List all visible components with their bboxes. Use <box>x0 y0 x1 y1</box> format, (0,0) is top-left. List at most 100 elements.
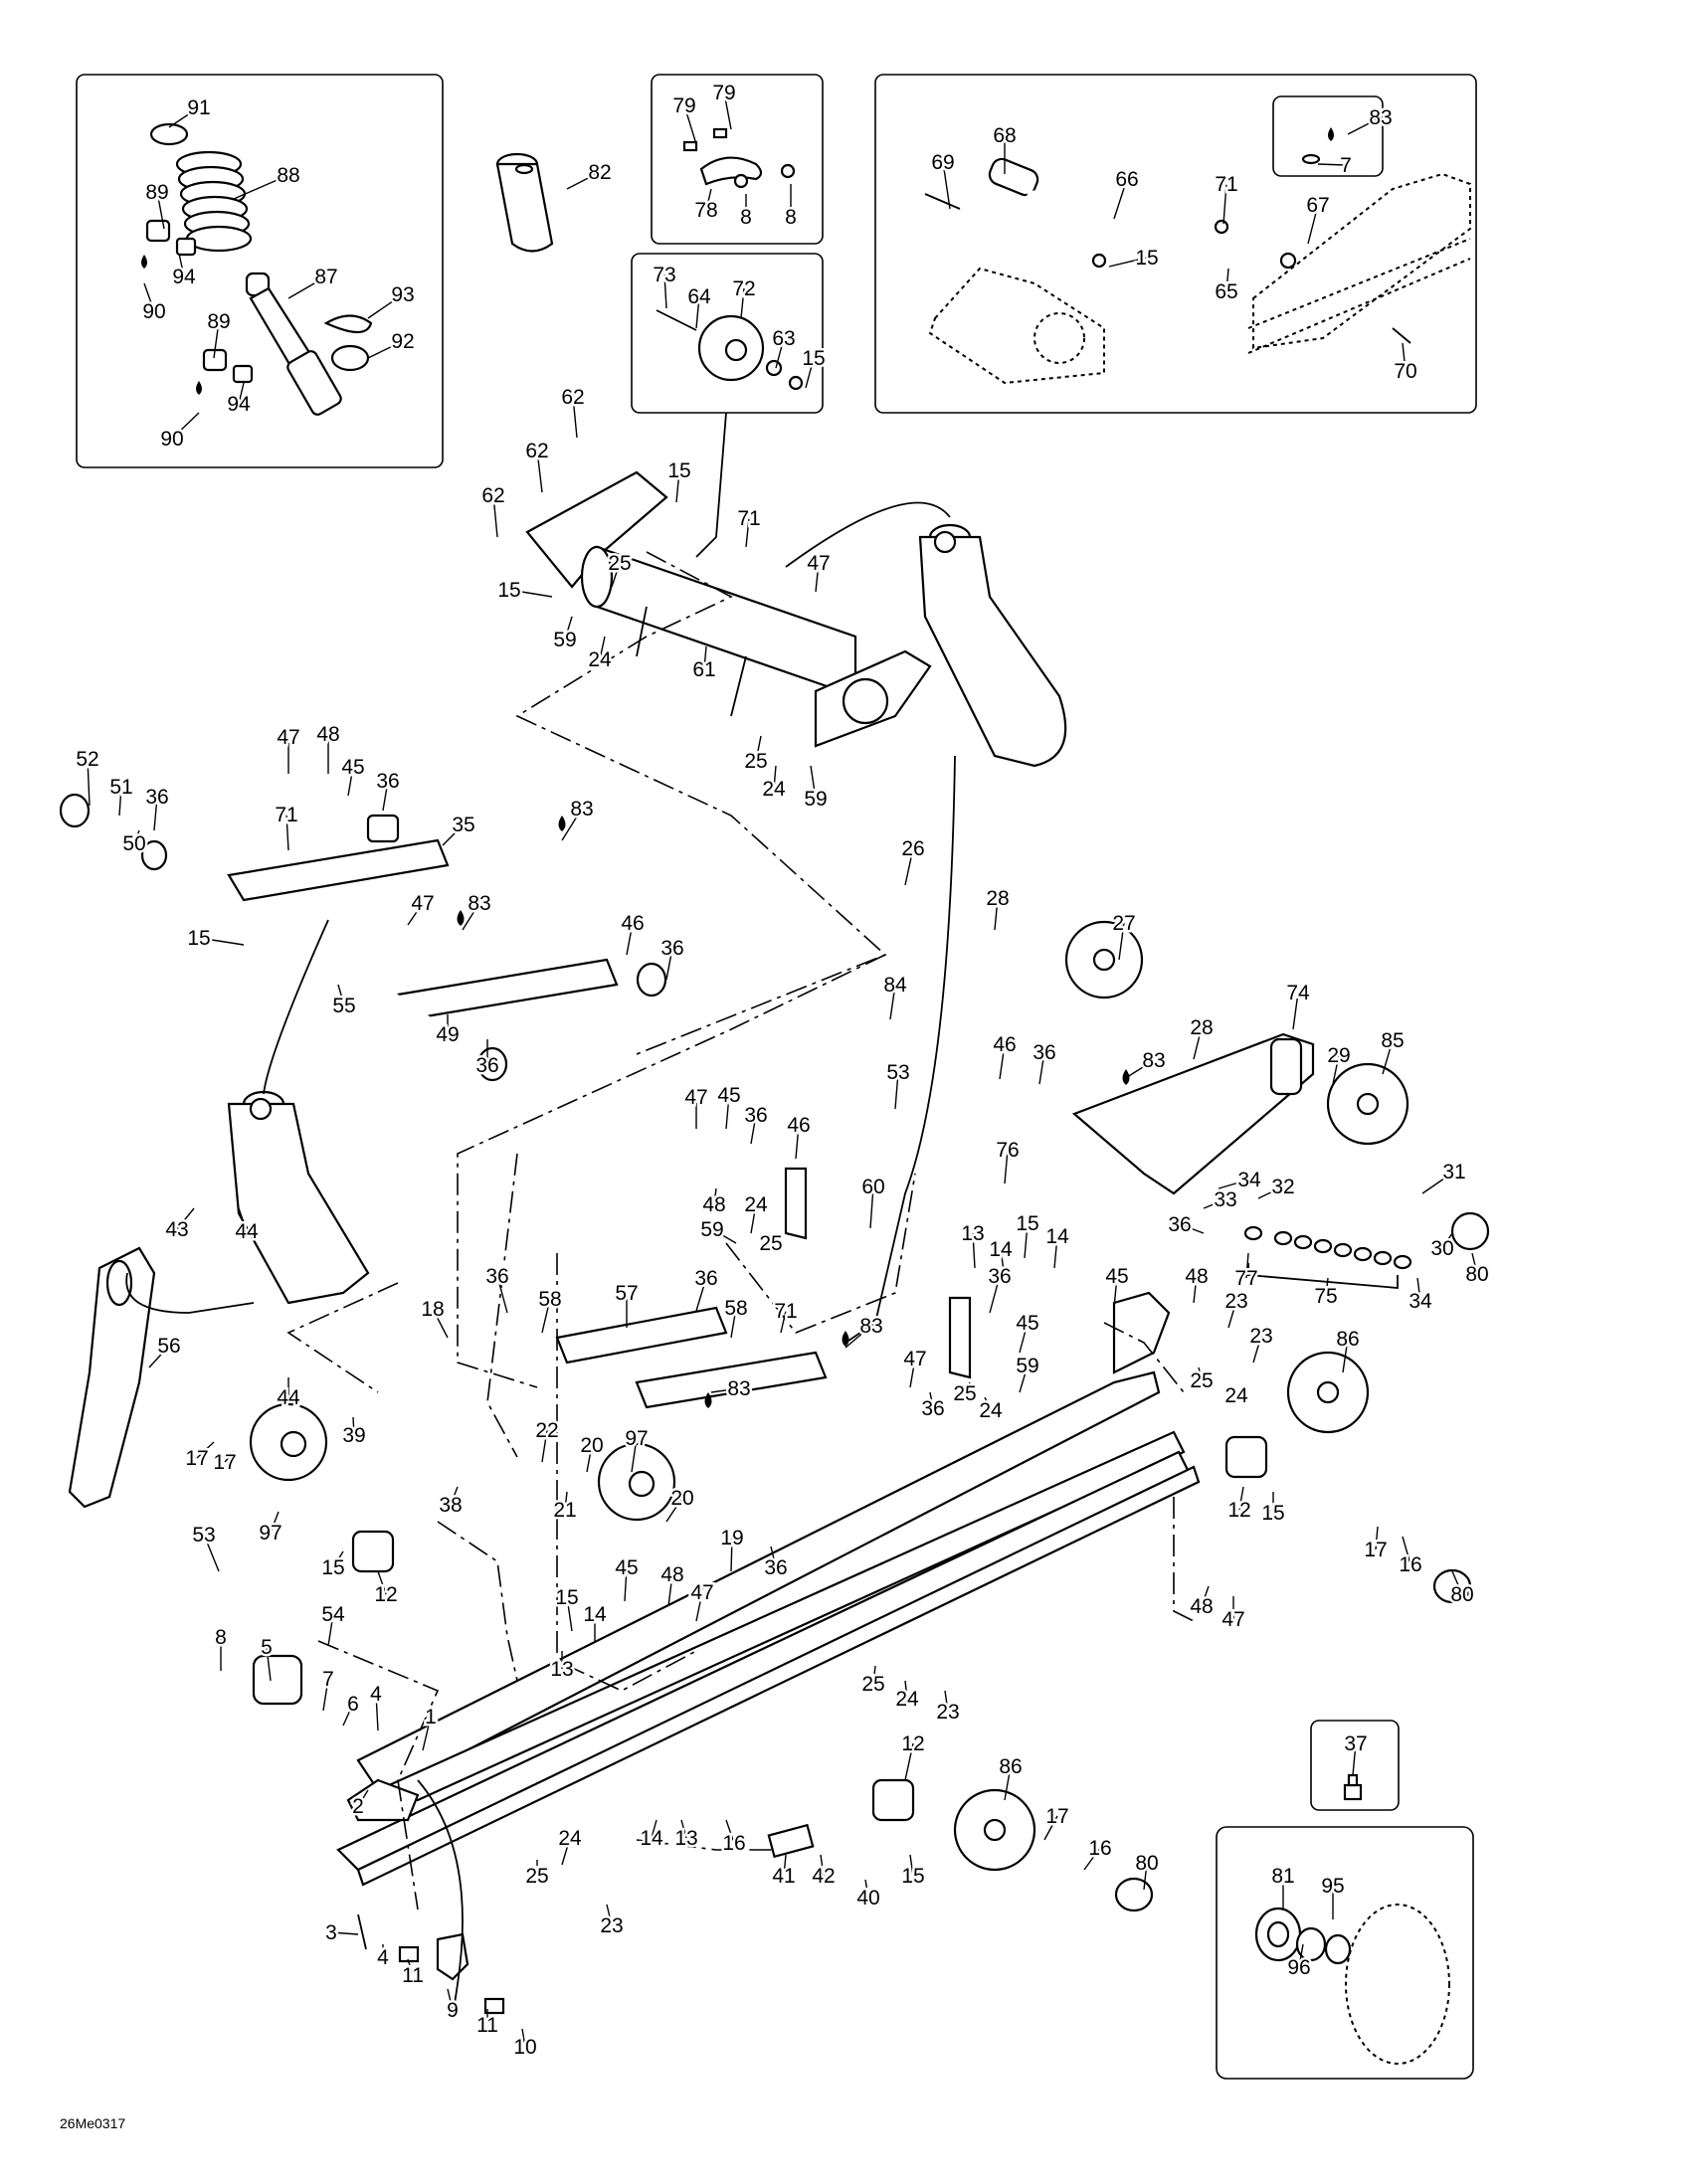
part-callout-c45a: 45 <box>341 756 364 779</box>
leader-line-c29 <box>1332 1054 1340 1085</box>
part-callout-c59d: 59 <box>1016 1355 1038 1377</box>
part-callout-c28a: 28 <box>986 887 1009 910</box>
leader-line-c12a <box>1238 1486 1244 1511</box>
part-callout-c76: 76 <box>996 1139 1019 1162</box>
leader-line-c87 <box>287 275 327 299</box>
leader-line-c59d <box>1019 1365 1029 1393</box>
leader-line-c24f <box>904 1680 908 1700</box>
part-callout-c48c: 48 <box>1185 1265 1208 1288</box>
leader-line-c1 <box>422 1716 432 1751</box>
leader-line-c31 <box>1421 1171 1455 1194</box>
leader-line-c46c <box>795 1124 800 1160</box>
part-callout-c66: 66 <box>1115 168 1138 191</box>
leader-line-c74 <box>1292 992 1299 1030</box>
part-callout-c23d: 23 <box>600 1914 623 1937</box>
part-callout-c59c: 59 <box>700 1218 723 1241</box>
part-callout-c25e: 25 <box>1190 1369 1213 1392</box>
leader-line-c13a <box>972 1232 976 1269</box>
part-callout-c36b: 36 <box>145 786 168 809</box>
part-callout-c74: 74 <box>1286 982 1310 1004</box>
part-callout-c11b: 11 <box>476 2014 498 2037</box>
leader-line-c80c <box>1143 1862 1148 1891</box>
leader-line-c94a <box>178 253 185 277</box>
part-callout-c15a: 15 <box>802 347 825 370</box>
leader-line-c84 <box>889 984 896 1020</box>
wheel-hubs <box>252 1435 1268 1822</box>
part-callout-c23a: 23 <box>1224 1290 1247 1313</box>
leader-line-c38 <box>450 1486 459 1506</box>
leader-line-c36e <box>1038 1051 1045 1085</box>
leader-line-c47f <box>695 1591 703 1622</box>
leader-line-c6 <box>342 1703 354 1727</box>
part-callout-c8b: 8 <box>785 206 797 229</box>
part-callout-c47f: 47 <box>690 1581 713 1604</box>
part-callout-c88: 88 <box>277 164 299 187</box>
part-callout-c17c: 17 <box>1364 1539 1387 1561</box>
leader-line-c64 <box>695 295 700 329</box>
leader-line-c17b <box>224 1451 235 1463</box>
front-upper-arm <box>59 793 698 1082</box>
leader-line-c54 <box>327 1613 334 1647</box>
part-callout-c96: 96 <box>1287 1956 1310 1979</box>
part-callout-c29: 29 <box>1327 1044 1350 1067</box>
idler-wheel-parts <box>656 309 804 391</box>
leader-line-c83a <box>1347 116 1382 135</box>
rail-hardware <box>357 1823 815 2015</box>
shock-absorber <box>245 272 342 416</box>
part-callout-c78: 78 <box>694 199 717 222</box>
part-callout-c79a: 79 <box>672 94 695 117</box>
leader-line-c28a <box>994 897 999 931</box>
leader-line-c13c <box>680 1819 687 1839</box>
coil-spring <box>175 150 253 253</box>
leader-line-c86b <box>1004 1765 1012 1801</box>
leader-line-c79a <box>683 104 697 145</box>
leader-line-c67 <box>1307 204 1319 245</box>
part-callout-c28b: 28 <box>1190 1016 1213 1039</box>
part-callout-c14c: 14 <box>583 1603 607 1626</box>
leader-line-c26 <box>904 847 914 886</box>
leader-line-c36h <box>989 1275 1001 1314</box>
part-callout-c24c: 24 <box>744 1193 768 1216</box>
leader-line-c62b <box>536 450 543 493</box>
part-callout-c16c: 16 <box>1088 1837 1111 1860</box>
part-callout-c52: 52 <box>76 748 98 771</box>
leader-line-c66 <box>1113 178 1128 220</box>
part-callout-c15i: 15 <box>555 1586 578 1609</box>
leader-line-c34b <box>1416 1277 1421 1302</box>
leader-line-c83d <box>1123 1059 1155 1080</box>
grease-drops <box>457 816 1130 1408</box>
part-callout-c24d: 24 <box>979 1399 1003 1422</box>
part-callout-c71a: 71 <box>1215 173 1237 196</box>
part-callout-c4b: 4 <box>377 1946 389 1969</box>
part-callout-c46b: 46 <box>993 1033 1016 1056</box>
leader-line-c37 <box>1352 1742 1357 1776</box>
part-callout-c67: 67 <box>1306 194 1329 217</box>
part-callout-c23b: 23 <box>1249 1325 1272 1348</box>
part-callout-c57: 57 <box>615 1282 638 1305</box>
leader-line-c36k <box>929 1391 934 1409</box>
part-callout-c30: 30 <box>1430 1237 1453 1260</box>
leader-line-c43 <box>176 1207 195 1230</box>
leader-line-c50 <box>133 829 140 844</box>
leader-line-c36a <box>382 780 389 812</box>
part-callout-c25d: 25 <box>953 1382 976 1405</box>
leader-line-c44a <box>238 1207 248 1232</box>
leader-line-c90a <box>143 282 155 312</box>
part-callout-c92: 92 <box>391 330 414 353</box>
part-callout-c46c: 46 <box>787 1114 810 1137</box>
part-callout-c56: 56 <box>157 1335 180 1358</box>
part-callout-c23c: 23 <box>936 1701 959 1724</box>
leader-line-c96 <box>1298 1943 1304 1968</box>
leader-line-c15a <box>805 357 815 389</box>
part-callout-c61: 61 <box>692 658 715 681</box>
part-callout-c80b: 80 <box>1450 1583 1473 1606</box>
leader-line-c71a <box>1222 183 1227 225</box>
leader-line-c80a <box>1471 1252 1478 1275</box>
slide-rails <box>336 1291 1201 1887</box>
leader-line-c10 <box>521 2028 526 2048</box>
leader-line-c91 <box>168 106 200 128</box>
leader-line-c93 <box>367 293 404 319</box>
part-callout-c25c: 25 <box>759 1232 782 1255</box>
leader-line-c30 <box>1441 1232 1453 1249</box>
leader-line-c12b <box>377 1570 387 1595</box>
